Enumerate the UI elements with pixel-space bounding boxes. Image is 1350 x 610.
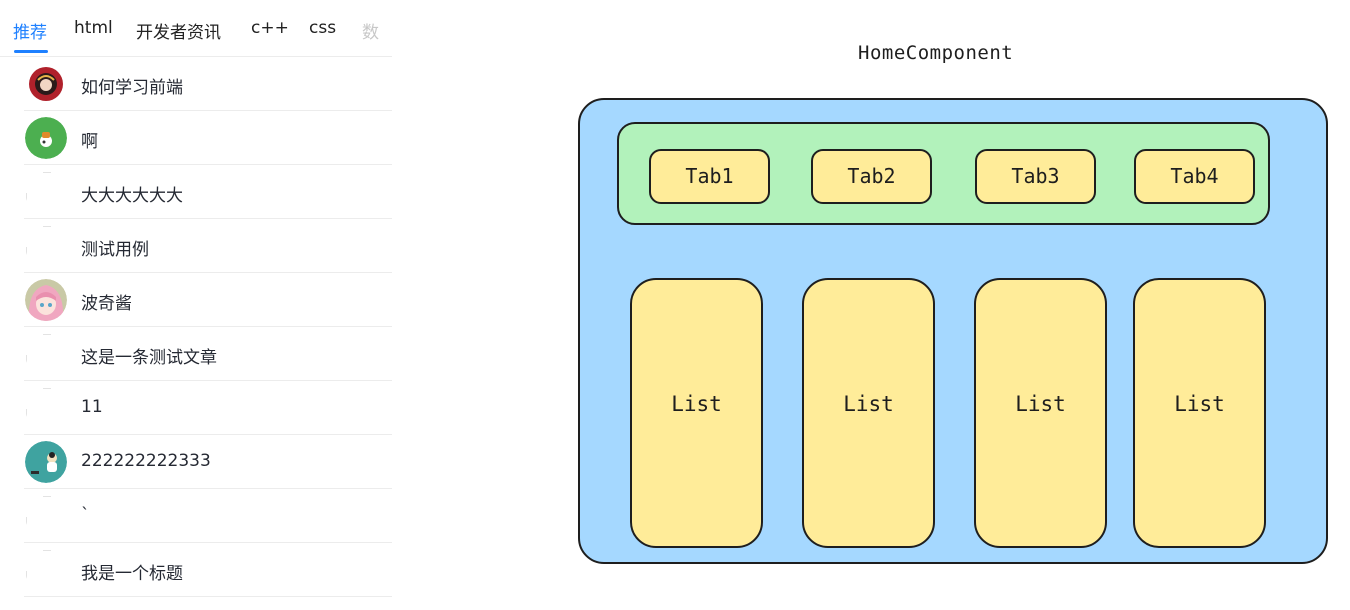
list-item[interactable]: 波奇酱 — [24, 273, 392, 327]
category-tabs: 推荐 html 开发者资讯 c++ css 数 — [0, 0, 392, 57]
component-diagram: HomeComponent Tab1 Tab2 Tab3 Tab4 List L… — [560, 30, 1350, 590]
list-label: List — [843, 392, 894, 416]
avatar-teal-icon — [25, 441, 67, 483]
avatar-placeholder — [25, 387, 67, 429]
list-item[interactable]: 如何学习前端 — [24, 57, 392, 111]
article-title: 啊 — [81, 132, 98, 152]
avatar-placeholder — [25, 333, 67, 375]
avatar-placeholder — [25, 549, 67, 591]
diagram-title: HomeComponent — [858, 42, 1014, 64]
article-title: 我是一个标题 — [81, 564, 183, 584]
list-item[interactable]: 11 — [24, 381, 392, 435]
avatar-red-icon — [25, 63, 67, 105]
list-item[interactable]: 222222222333 — [24, 435, 392, 489]
tab-html[interactable]: html — [74, 18, 113, 38]
article-title: ` — [81, 505, 90, 525]
diagram-list-1: List — [630, 278, 763, 548]
list-label: List — [671, 392, 722, 416]
article-title: 波奇酱 — [81, 294, 132, 314]
article-title: 如何学习前端 — [81, 78, 183, 98]
tab-dev-news[interactable]: 开发者资讯 — [136, 23, 221, 43]
tab-cpp[interactable]: c++ — [251, 18, 289, 38]
diagram-list-3: List — [974, 278, 1107, 548]
list-label: List — [1015, 392, 1066, 416]
diagram-tab-3: Tab3 — [975, 149, 1096, 204]
avatar-pink-hair-icon — [25, 279, 67, 321]
diagram-tab-4: Tab4 — [1134, 149, 1255, 204]
diagram-list-4: List — [1133, 278, 1266, 548]
list-item[interactable]: 大大大大大大 — [24, 165, 392, 219]
home-component-box: Tab1 Tab2 Tab3 Tab4 List List List List — [578, 98, 1328, 564]
tab-css[interactable]: css — [309, 18, 337, 38]
list-label: List — [1174, 392, 1225, 416]
avatar-placeholder — [25, 225, 67, 267]
article-title: 11 — [81, 397, 103, 417]
active-tab-indicator — [14, 50, 48, 53]
list-item[interactable]: 这是一条测试文章 — [24, 327, 392, 381]
list-item[interactable]: ` — [24, 489, 392, 543]
article-feed: 推荐 html 开发者资讯 c++ css 数 如何学习前端 — [0, 0, 392, 610]
tab-recommend[interactable]: 推荐 — [13, 23, 47, 43]
article-title: 大大大大大大 — [81, 186, 183, 206]
list-item[interactable]: 我是一个标题 — [24, 543, 392, 597]
avatar-placeholder — [25, 495, 67, 537]
tabbar-box: Tab1 Tab2 Tab3 Tab4 — [617, 122, 1270, 225]
list-item[interactable]: 测试用例 — [24, 219, 392, 273]
diagram-tab-1: Tab1 — [649, 149, 770, 204]
article-title: 这是一条测试文章 — [81, 348, 217, 368]
list-item[interactable]: 啊 — [24, 111, 392, 165]
avatar-green-icon — [25, 117, 67, 159]
avatar-placeholder — [25, 171, 67, 213]
article-title: 222222222333 — [81, 451, 211, 471]
diagram-list-2: List — [802, 278, 935, 548]
tab-data[interactable]: 数 — [362, 23, 379, 43]
article-title: 测试用例 — [81, 240, 149, 260]
diagram-tab-2: Tab2 — [811, 149, 932, 204]
